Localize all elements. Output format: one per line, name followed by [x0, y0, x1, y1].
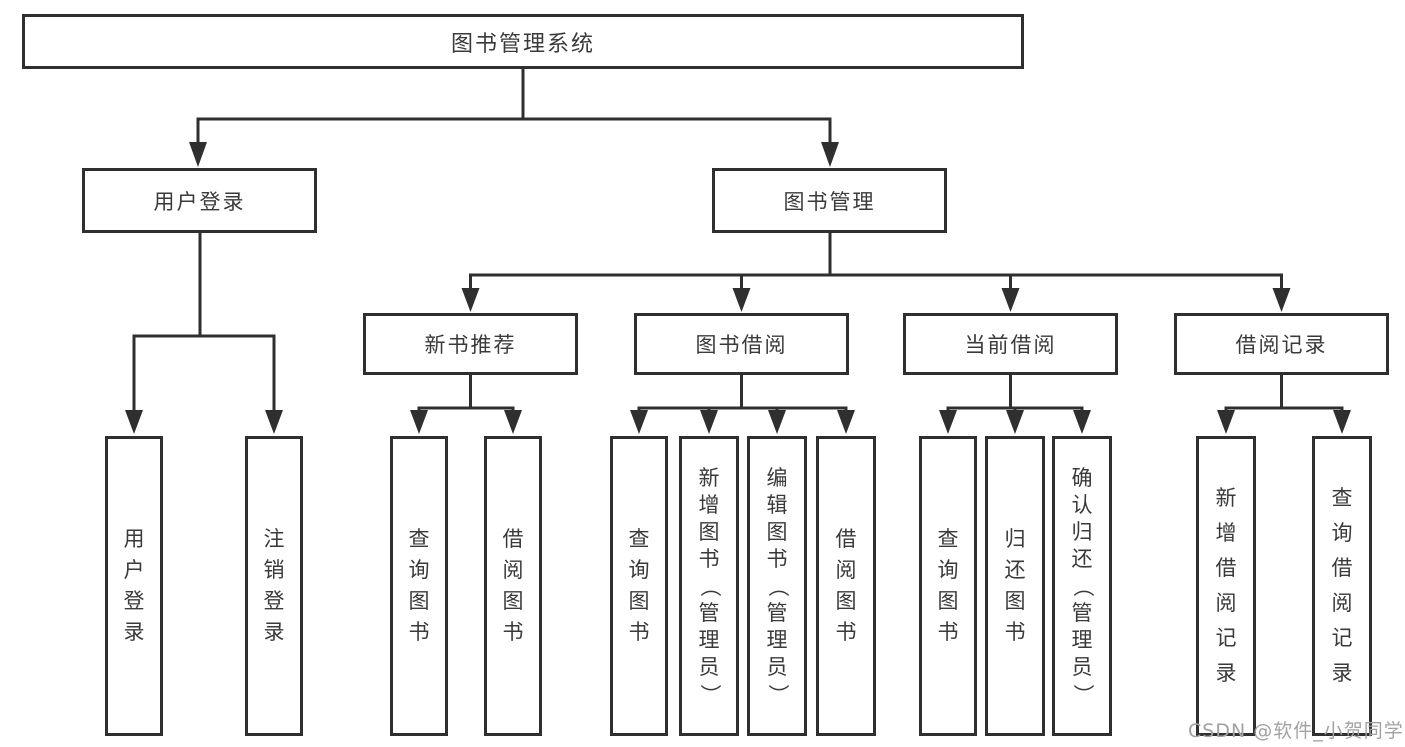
node-label: 借阅记录 — [1235, 333, 1328, 357]
node-new-book-recommendation: 新书推荐 — [363, 313, 578, 375]
node-label: 新增借阅记录 — [1215, 486, 1237, 685]
node-label: 注销登录 — [263, 527, 285, 644]
node-leaf-edit-books-admin: 编辑图书（管理员） — [747, 436, 807, 736]
node-label: 归还图书 — [1004, 527, 1026, 644]
node-label: 新书推荐 — [424, 333, 517, 357]
node-leaf-confirm-return-admin: 确认归还（管理员） — [1052, 436, 1112, 736]
node-label: 借阅图书 — [835, 527, 857, 644]
node-label: 查询图书 — [937, 527, 959, 644]
node-label: 图书管理 — [783, 189, 876, 214]
node-leaf-return-books: 归还图书 — [985, 436, 1045, 736]
node-label: 用户登录 — [153, 189, 246, 214]
node-current-borrowing: 当前借阅 — [903, 313, 1118, 375]
node-label: 查询借阅记录 — [1331, 486, 1353, 685]
node-leaf-query-books-1: 查询图书 — [390, 436, 448, 736]
node-label: 图书管理系统 — [450, 31, 595, 57]
node-label: 图书借阅 — [695, 333, 788, 357]
node-leaf-query-books-3: 查询图书 — [919, 436, 977, 736]
node-leaf-add-books-admin: 新增图书（管理员） — [679, 436, 739, 736]
node-label: 用户登录 — [123, 527, 145, 644]
node-leaf-add-borrow-record: 新增借阅记录 — [1196, 436, 1256, 736]
node-book-management: 图书管理 — [712, 168, 947, 233]
node-leaf-logout: 注销登录 — [245, 436, 303, 736]
node-leaf-query-borrow-records: 查询借阅记录 — [1312, 436, 1372, 736]
node-borrowing-records: 借阅记录 — [1174, 313, 1389, 375]
node-book-borrowing: 图书借阅 — [634, 313, 849, 375]
csdn-watermark: CSDN @软件_小贺同学 — [1188, 720, 1404, 742]
node-label: 查询图书 — [408, 527, 430, 644]
node-library-management-system: 图书管理系统 — [22, 14, 1024, 69]
node-user-login-branch: 用户登录 — [82, 168, 317, 233]
node-label: 借阅图书 — [502, 527, 524, 644]
node-label: 编辑图书（管理员） — [765, 465, 790, 705]
node-leaf-borrow-books-1: 借阅图书 — [484, 436, 542, 736]
node-leaf-borrow-books-2: 借阅图书 — [816, 436, 876, 736]
node-label: 查询图书 — [628, 527, 650, 644]
node-leaf-user-login: 用户登录 — [105, 436, 163, 736]
node-label: 确认归还（管理员） — [1070, 465, 1095, 705]
node-label: 新增图书（管理员） — [697, 465, 722, 705]
node-leaf-query-books-2: 查询图书 — [610, 436, 668, 736]
node-label: 当前借阅 — [964, 333, 1057, 357]
